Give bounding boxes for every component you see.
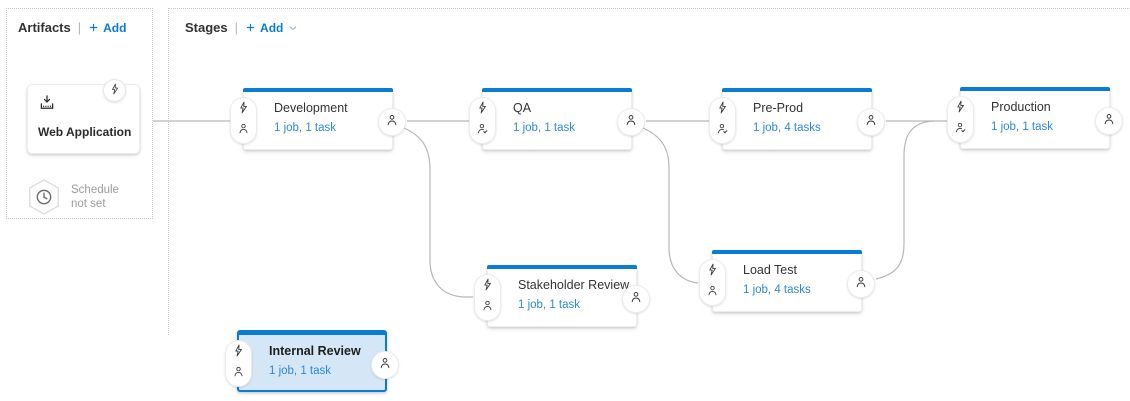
- person-icon: [1102, 112, 1116, 131]
- stage-jobs-tasks-link[interactable]: 1 job, 4 tasks: [743, 284, 811, 296]
- post-deployment-conditions-button[interactable]: [622, 285, 650, 313]
- artifact-card[interactable]: Web Application: [27, 79, 140, 154]
- stage-accent-bar: [960, 87, 1110, 91]
- stage-name: QA: [513, 101, 532, 115]
- lightning-icon: [481, 278, 494, 296]
- stages-panel-border: [168, 8, 169, 335]
- pre-deployment-conditions-button[interactable]: [225, 340, 252, 387]
- pre-deployment-conditions-button[interactable]: [947, 96, 974, 143]
- lightning-icon: [237, 101, 250, 119]
- post-deployment-conditions-button[interactable]: [857, 108, 885, 136]
- schedule-trigger[interactable]: Schedule not set: [25, 177, 119, 217]
- stage-card-internal-review[interactable]: Internal Review 1 job, 1 task: [225, 330, 399, 392]
- person-icon: [232, 365, 245, 383]
- person-icon: [864, 113, 878, 132]
- add-stage-label: Add: [260, 20, 284, 35]
- person-check-icon: [716, 122, 729, 140]
- stage-card-load-test[interactable]: Load Test 1 job, 4 tasks: [699, 250, 875, 312]
- stage-card-qa[interactable]: QA 1 job, 1 task: [469, 88, 645, 150]
- stage-jobs-tasks-link[interactable]: 1 job, 1 task: [513, 122, 576, 134]
- stage-accent-bar: [238, 331, 386, 335]
- stage-jobs-tasks-link[interactable]: 1 job, 1 task: [991, 121, 1054, 133]
- clock-icon: [25, 177, 63, 217]
- person-icon: [378, 356, 392, 375]
- stage-name: Load Test: [743, 263, 797, 277]
- stage-card-stakeholder-review[interactable]: Stakeholder Review 1 job, 1 task: [474, 265, 650, 327]
- stage-card-development[interactable]: Development 1 job, 1 task: [230, 88, 406, 150]
- stage-name: Internal Review: [269, 344, 361, 358]
- lightning-icon: [706, 263, 719, 281]
- pre-deployment-conditions-button[interactable]: [474, 274, 501, 321]
- artifacts-panel: Artifacts | Add We: [6, 8, 153, 219]
- add-artifact-button[interactable]: Add: [88, 21, 126, 35]
- artifacts-header: Artifacts | Add: [7, 9, 152, 35]
- person-check-icon: [954, 121, 967, 139]
- stages-title: Stages: [185, 20, 228, 35]
- stage-accent-bar: [482, 88, 632, 92]
- pre-deployment-conditions-button[interactable]: [709, 97, 736, 144]
- person-icon: [629, 290, 643, 309]
- lightning-icon: [954, 100, 967, 118]
- stage-accent-bar: [712, 250, 862, 254]
- pre-deployment-conditions-button[interactable]: [699, 259, 726, 306]
- add-artifact-label: Add: [103, 20, 127, 35]
- post-deployment-conditions-button[interactable]: [847, 270, 875, 298]
- person-check-icon: [476, 122, 489, 140]
- stages-header: Stages | Add: [168, 9, 1130, 35]
- lightning-icon: [476, 101, 489, 119]
- package-icon: [38, 94, 129, 117]
- continuous-deployment-trigger-badge[interactable]: [103, 79, 126, 102]
- stage-jobs-tasks-link[interactable]: 1 job, 1 task: [518, 299, 581, 311]
- plus-icon: [245, 22, 256, 33]
- person-icon: [385, 113, 399, 132]
- post-deployment-conditions-button[interactable]: [371, 351, 399, 379]
- person-icon: [854, 275, 868, 294]
- stages-panel: Stages | Add: [168, 8, 1130, 401]
- stage-jobs-tasks-link[interactable]: 1 job, 1 task: [274, 122, 337, 134]
- stage-card-production[interactable]: Production 1 job, 1 task: [947, 87, 1123, 149]
- stage-name: Stakeholder Review: [518, 278, 630, 292]
- schedule-status-text: Schedule not set: [71, 183, 119, 210]
- lightning-icon: [232, 344, 245, 362]
- person-icon: [237, 122, 250, 140]
- post-deployment-conditions-button[interactable]: [378, 108, 406, 136]
- lightning-icon: [716, 101, 729, 119]
- pre-deployment-conditions-button[interactable]: [230, 97, 257, 144]
- person-icon: [624, 113, 638, 132]
- pre-deployment-conditions-button[interactable]: [469, 97, 496, 144]
- stage-name: Development: [274, 101, 348, 115]
- header-separator: |: [77, 20, 82, 35]
- post-deployment-conditions-button[interactable]: [617, 108, 645, 136]
- stage-jobs-tasks-link[interactable]: 1 job, 1 task: [269, 365, 332, 377]
- artifacts-title: Artifacts: [18, 20, 71, 35]
- stage-accent-bar: [243, 88, 393, 92]
- stage-accent-bar: [722, 88, 872, 92]
- add-stage-button[interactable]: Add: [245, 21, 299, 35]
- chevron-down-icon: [287, 22, 299, 34]
- header-separator: |: [234, 20, 239, 35]
- stage-jobs-tasks-link[interactable]: 1 job, 4 tasks: [753, 122, 821, 134]
- stage-name: Production: [991, 100, 1051, 114]
- stage-accent-bar: [487, 265, 637, 269]
- stage-name: Pre-Prod: [753, 101, 804, 115]
- plus-icon: [88, 22, 99, 33]
- lightning-icon: [109, 82, 121, 100]
- person-icon: [706, 284, 719, 302]
- post-deployment-conditions-button[interactable]: [1095, 107, 1123, 135]
- person-icon: [481, 299, 494, 317]
- stage-card-pre-prod[interactable]: Pre-Prod 1 job, 4 tasks: [709, 88, 885, 150]
- artifact-name: Web Application: [38, 125, 132, 139]
